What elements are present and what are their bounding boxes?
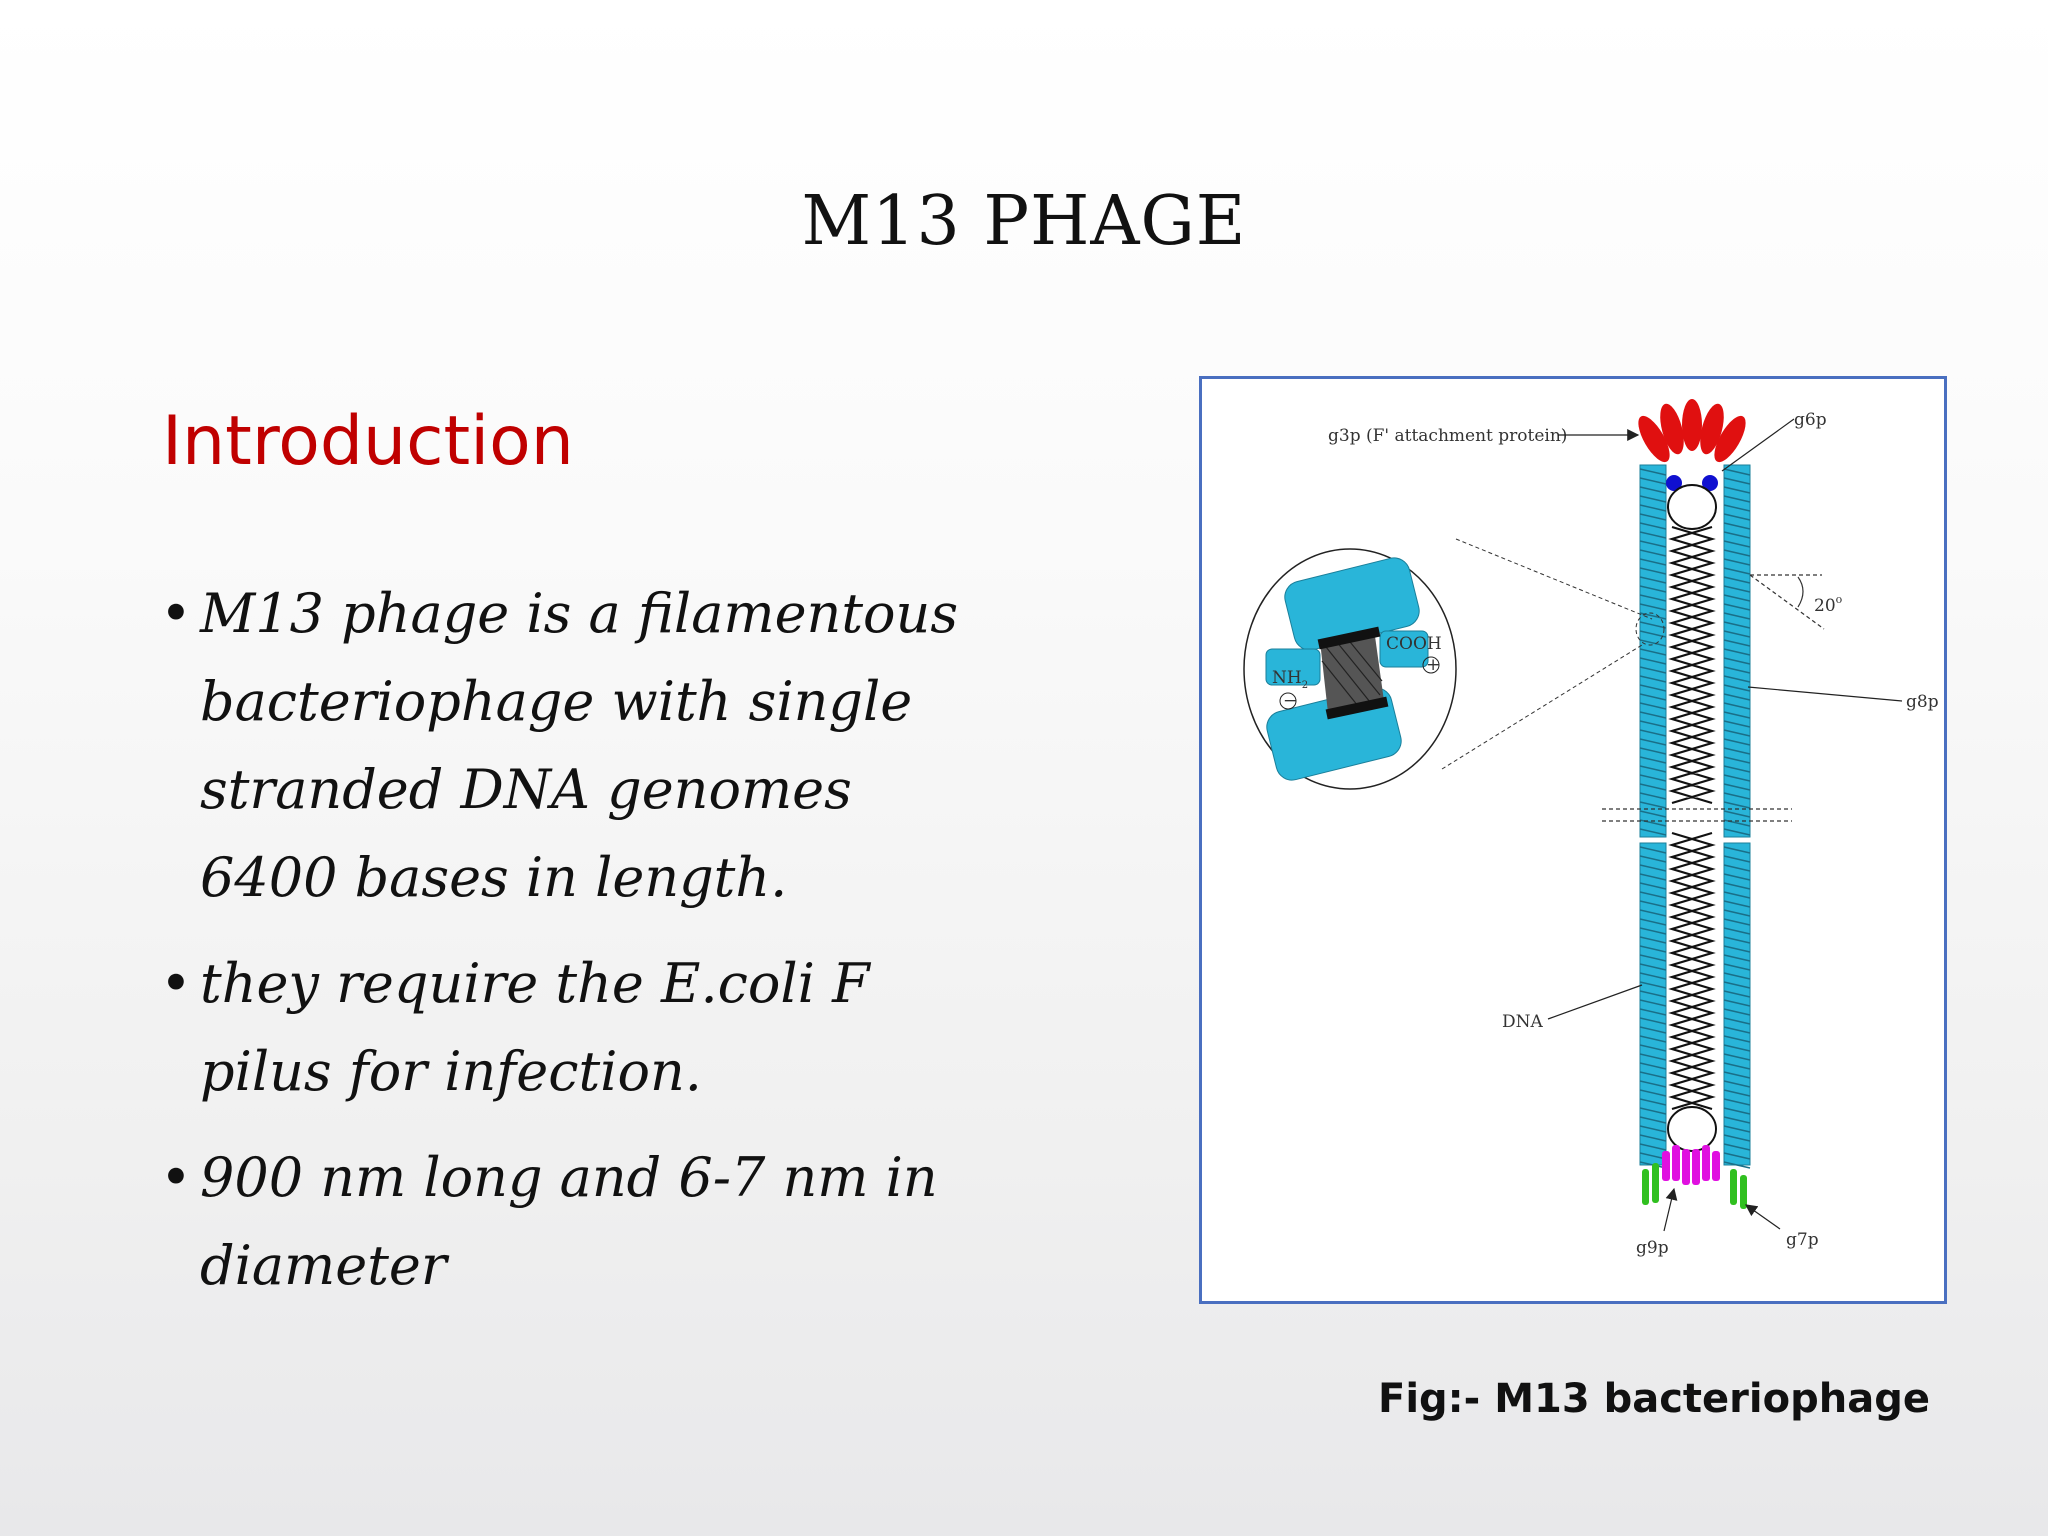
angle-label: 20o bbox=[1814, 593, 1843, 616]
dna-label: DNA bbox=[1502, 1012, 1544, 1032]
g8p-leader bbox=[1747, 686, 1903, 702]
m13-phage-figure: 20o COOH + NH2 − bbox=[1199, 376, 1947, 1304]
bullet-text-italic: E.coli bbox=[661, 952, 815, 1015]
zoom-inset: COOH + NH2 − bbox=[1243, 548, 1457, 790]
g9p-label: g9p bbox=[1636, 1238, 1669, 1258]
coat-upper bbox=[1639, 464, 1751, 838]
bullet-item: 900 nm long and 6-7 nm in diameter bbox=[160, 1134, 960, 1310]
plus-sign: + bbox=[1426, 655, 1440, 675]
g7p-label: g7p bbox=[1786, 1230, 1819, 1250]
figure-caption: Fig:- M13 bacteriophage bbox=[1378, 1376, 1930, 1422]
bullet-text: M13 phage is a filamentous bacteriophage… bbox=[200, 582, 959, 909]
coat-lower bbox=[1639, 842, 1751, 1169]
bullet-text: 900 nm long and 6-7 nm in diameter bbox=[200, 1146, 938, 1297]
dna-leader bbox=[1547, 984, 1643, 1020]
bullet-item: M13 phage is a filamentous bacteriophage… bbox=[160, 570, 960, 922]
g6p-leader bbox=[1721, 418, 1795, 472]
angle-indicator bbox=[1749, 574, 1825, 630]
g3p-proteins bbox=[1638, 399, 1746, 463]
bullet-text-before: they require the bbox=[200, 952, 662, 1015]
slide-title: M13 PHAGE bbox=[801, 182, 1247, 261]
g9p-proteins bbox=[1662, 1145, 1720, 1185]
zoom-guides bbox=[1441, 538, 1665, 770]
minus-sign: − bbox=[1283, 691, 1297, 711]
dna-loop-bottom bbox=[1667, 1106, 1717, 1152]
break-marks bbox=[1602, 808, 1792, 822]
g6p-proteins bbox=[1666, 475, 1718, 491]
g3p-label: g3p (F' attachment protein) bbox=[1328, 426, 1567, 446]
g7p-arrow bbox=[1745, 1204, 1781, 1230]
g7p-proteins bbox=[1642, 1163, 1747, 1209]
g6p-label: g6p bbox=[1794, 410, 1827, 430]
nh2-label: NH2 bbox=[1272, 668, 1308, 691]
cooh-label: COOH bbox=[1386, 634, 1442, 654]
bullet-item: they require the E.coli F pilus for infe… bbox=[160, 940, 960, 1116]
bullet-text-after: F pilus for infection. bbox=[200, 952, 870, 1103]
dna-helix bbox=[1668, 525, 1716, 1111]
phage-diagram: 20o COOH + NH2 − bbox=[1243, 399, 1939, 1258]
dna-loop-top bbox=[1667, 484, 1717, 530]
bullet-list: M13 phage is a filamentous bacteriophage… bbox=[160, 570, 960, 1328]
g8p-label: g8p bbox=[1906, 692, 1939, 712]
section-heading: Introduction bbox=[162, 402, 574, 481]
g9p-arrow bbox=[1663, 1187, 1678, 1232]
